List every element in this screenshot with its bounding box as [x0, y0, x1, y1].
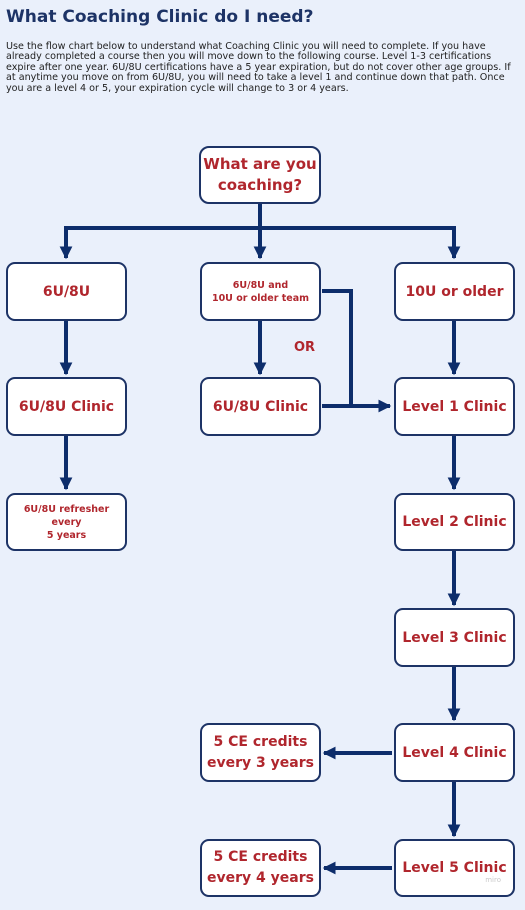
- node-ce3-line1: 5 CE credits: [213, 733, 308, 750]
- node-level-1-clinic: Level 1 Clinic: [394, 377, 515, 436]
- node-level-4-clinic: Level 4 Clinic: [394, 723, 515, 782]
- node-ce4-line2: every 4 years: [207, 870, 314, 886]
- connector-mixed-to-level1: [322, 289, 353, 406]
- or-label: OR: [294, 340, 316, 355]
- node-level4-label: Level 4 Clinic: [402, 744, 507, 761]
- node-level5-label: Level 5 Clinic: [402, 860, 507, 876]
- node-level3-label: Level 3 Clinic: [402, 629, 507, 646]
- node-what-are-you-coaching: What are you coaching?: [199, 146, 321, 204]
- node-start-line1: What are you: [203, 155, 317, 173]
- node-level-2-clinic: Level 2 Clinic: [394, 493, 515, 551]
- intro-paragraph: Use the flow chart below to understand w…: [6, 41, 511, 94]
- miro-watermark: miro: [485, 876, 501, 884]
- node-6u8u: 6U/8U: [6, 262, 127, 321]
- node-mixed-line2: 10U or older team: [211, 292, 310, 304]
- node-level2-label: Level 2 Clinic: [402, 514, 507, 530]
- page-title: What Coaching Clinic do I need?: [6, 7, 314, 27]
- node-refresher-line2: 5 years: [46, 529, 87, 541]
- node-refresher-line1: 6U/8U refresher every: [23, 503, 110, 528]
- node-6u8u-clinic-middle: 6U/8U Clinic: [200, 377, 321, 436]
- node-ce-every-4-years: 5 CE credits every 4 years: [200, 839, 321, 897]
- node-6u8u-clinic-middle-label: 6U/8U Clinic: [212, 398, 309, 415]
- node-level1-label: Level 1 Clinic: [402, 398, 507, 415]
- node-start-line2: coaching?: [217, 176, 303, 194]
- node-ce4-line1: 5 CE credits: [213, 849, 308, 865]
- node-6u8u-and-10u: 6U/8U and 10U or older team: [200, 262, 321, 321]
- node-ce-every-3-years: 5 CE credits every 3 years: [200, 723, 321, 782]
- node-ce3-line2: every 3 years: [207, 754, 314, 771]
- node-10u-label: 10U or older: [405, 283, 504, 300]
- node-level-5-clinic: Level 5 Clinic: [394, 839, 515, 897]
- node-10u-or-older: 10U or older: [394, 262, 515, 321]
- node-6u8u-refresher: 6U/8U refresher every 5 years: [6, 493, 127, 551]
- node-6u8u-label: 6U/8U: [42, 283, 91, 300]
- node-6u8u-clinic-left-label: 6U/8U Clinic: [18, 398, 115, 415]
- node-6u8u-clinic-left: 6U/8U Clinic: [6, 377, 127, 436]
- node-level-3-clinic: Level 3 Clinic: [394, 608, 515, 667]
- node-mixed-line1: 6U/8U and: [232, 279, 289, 291]
